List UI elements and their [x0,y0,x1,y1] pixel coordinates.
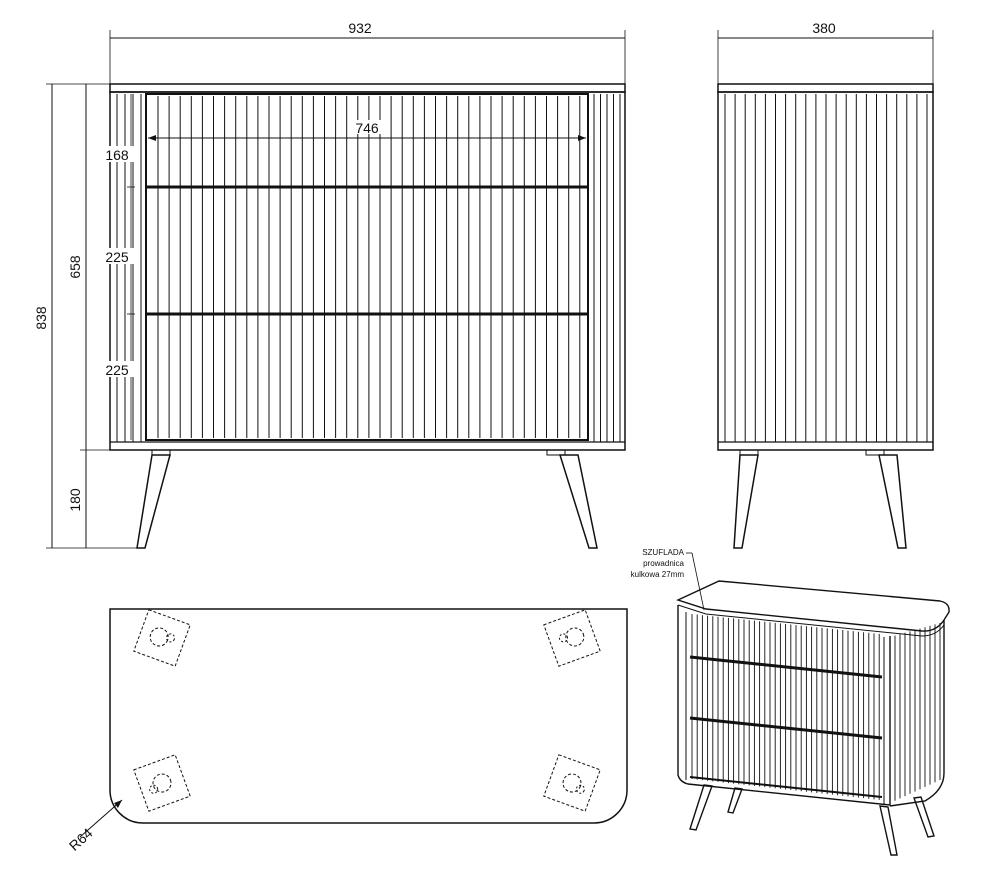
depth-label: 380 [812,20,836,36]
iso-front-face [677,605,891,806]
dim-drawer-width: 746 [148,120,586,141]
note-line-3: kulkowa 27mm [631,570,685,579]
top-outline [109,608,628,824]
leg-plate-top-left [133,609,191,667]
front-legs [136,449,598,549]
drawer-top-label: 168 [105,147,129,163]
iso-side-slats [889,623,941,803]
iso-legs [689,784,935,856]
dim-heights: 838 658 180 [33,83,137,549]
corner-radius-label: R64 [66,825,96,854]
side-top-panel [717,83,934,93]
leg-plate-bottom-right [543,754,601,812]
dim-depth: 380 [717,20,934,84]
drawer-middle-label: 225 [105,249,129,265]
drawer-front-panel [145,93,589,441]
front-view: 932 746 168 225 [33,20,626,549]
drawer-bottom-label: 225 [105,362,129,378]
leg-height-label: 180 [67,488,83,512]
iso-front-slats [691,614,880,800]
leg-plate-bottom-left [133,754,191,812]
note-line-2: prowadnica [643,559,684,568]
dim-drawer-heights: 168 225 225 [104,94,135,440]
side-body [717,91,934,451]
side-view: 380 [717,20,934,549]
body-height-label: 658 [67,255,83,279]
front-right-side-slats [593,94,621,442]
iso-drawer-line-1 [689,655,883,679]
drawer-width-label: 746 [355,120,379,136]
front-body [109,91,626,451]
iso-view: SZUFLADA prowadnica kulkowa 27mm [631,548,950,856]
note-line-1: SZUFLADA [642,548,684,557]
total-width-label: 932 [348,20,372,36]
total-height-label: 838 [33,306,49,330]
iso-drawer-line-2 [689,716,883,740]
leg-plate-top-right [543,609,601,667]
side-slats [724,94,928,442]
dim-total-width: 932 [109,20,626,84]
top-view: R64 [66,608,628,854]
iso-side-face [889,620,945,807]
dim-corner-radius: R64 [66,799,123,854]
drawer-front-slats [157,96,581,438]
iso-top-surface [676,580,950,632]
front-top-panel [109,83,626,93]
side-legs [733,449,907,549]
drawer-runner-note: SZUFLADA prowadnica kulkowa 27mm [631,548,705,611]
